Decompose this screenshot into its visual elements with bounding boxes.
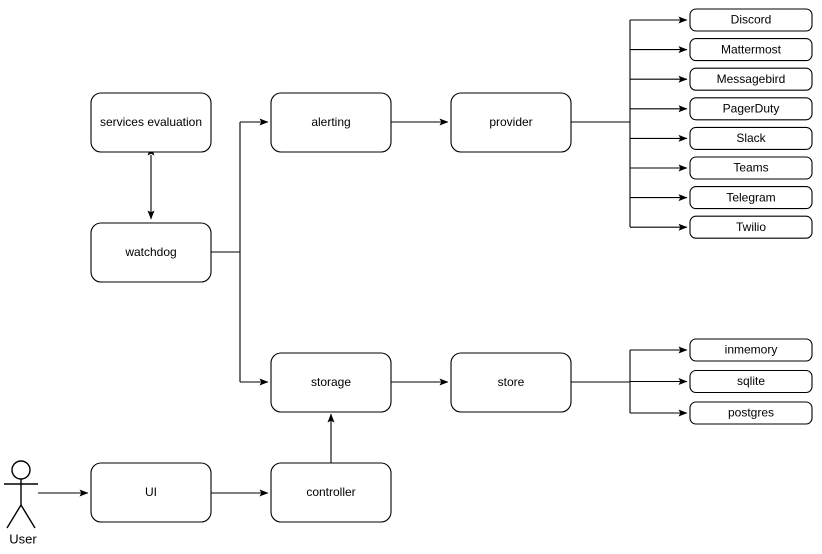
store-backend-box [689, 338, 813, 362]
store-backend-label: inmemory [725, 343, 778, 357]
alert-provider-box [689, 126, 813, 150]
store-backend-list: inmemory sqlite postgres [630, 338, 813, 425]
node-ui-label: UI [145, 485, 157, 499]
alert-provider-telegram[interactable]: Telegram [689, 186, 813, 210]
alert-provider-label: Slack [736, 131, 766, 145]
node-watchdog-label: watchdog [124, 245, 176, 259]
alert-provider-box [689, 186, 813, 210]
node-provider-box [450, 92, 572, 153]
alert-provider-discord[interactable]: Discord [689, 8, 813, 32]
alert-provider-box [689, 97, 813, 121]
alert-provider-box [689, 156, 813, 180]
node-controller[interactable]: controller [270, 462, 392, 523]
alert-provider-label: Teams [733, 161, 768, 175]
node-provider-label: provider [489, 115, 532, 129]
node-store-label: store [498, 375, 525, 389]
user-leg-right-icon [20, 504, 36, 529]
alert-provider-box [689, 67, 813, 91]
alert-provider-teams[interactable]: Teams [689, 156, 813, 180]
node-controller-box [270, 462, 392, 523]
store-backend-inmemory[interactable]: inmemory [689, 338, 813, 362]
node-alerting[interactable]: alerting [270, 92, 392, 153]
alert-provider-label: Twilio [736, 220, 766, 234]
node-store-box [450, 352, 572, 413]
node-alerting-box [270, 92, 392, 153]
user-leg-left-icon [6, 504, 22, 529]
node-controller-label: controller [306, 485, 355, 499]
alert-provider-label: Discord [731, 13, 772, 27]
alert-provider-pagerduty[interactable]: PagerDuty [689, 97, 813, 121]
node-watchdog[interactable]: watchdog [90, 222, 212, 283]
node-alerting-label: alerting [311, 115, 350, 129]
node-storage[interactable]: storage [270, 352, 392, 413]
alert-provider-label: Telegram [726, 190, 775, 204]
node-services-evaluation[interactable]: services evaluation [90, 92, 212, 153]
node-watchdog-box [90, 222, 212, 283]
store-backend-postgres[interactable]: postgres [689, 401, 813, 425]
store-backend-sqlite[interactable]: sqlite [689, 369, 813, 394]
alert-provider-mattermost[interactable]: Mattermost [689, 38, 813, 62]
node-store[interactable]: store [450, 352, 572, 413]
node-ui-box [90, 462, 212, 523]
user-head-icon [11, 460, 31, 480]
alert-provider-list: DiscordMattermostMessagebirdPagerDutySla… [630, 8, 813, 239]
alert-provider-box [689, 8, 813, 32]
node-ui[interactable]: UI [90, 462, 212, 523]
alert-provider-messagebird[interactable]: Messagebird [689, 67, 813, 91]
node-storage-box [270, 352, 392, 413]
store-backend-box [689, 401, 813, 425]
store-backend-label: postgres [728, 406, 774, 420]
actor-user[interactable]: User [4, 460, 38, 546]
store-backend-box [689, 369, 813, 394]
alert-provider-box [689, 215, 813, 239]
store-backend-label: sqlite [737, 374, 765, 388]
alert-provider-label: Mattermost [721, 42, 782, 56]
node-services-evaluation-box [90, 92, 212, 153]
alert-provider-label: PagerDuty [723, 101, 780, 115]
node-storage-label: storage [311, 375, 351, 389]
alert-provider-box [689, 38, 813, 62]
alert-provider-twilio[interactable]: Twilio [689, 215, 813, 239]
alert-provider-label: Messagebird [717, 72, 786, 86]
node-services-evaluation-label: services evaluation [100, 115, 202, 129]
node-provider[interactable]: provider [450, 92, 572, 153]
actor-user-label: User [9, 531, 37, 546]
alert-provider-slack[interactable]: Slack [689, 126, 813, 150]
